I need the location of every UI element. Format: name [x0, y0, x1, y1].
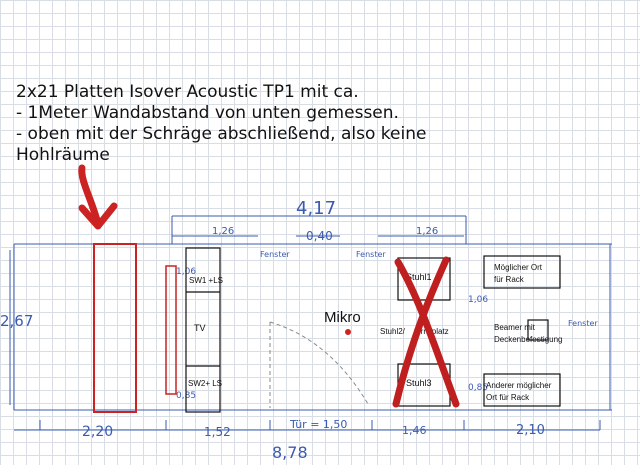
- subwoofer-1-label: SW1 +LS: [189, 276, 223, 285]
- dim-bottom-right: 2,10: [516, 423, 545, 438]
- insulation-panel-large: [93, 243, 137, 413]
- beamer-line-2: Deckenbefestigung: [494, 335, 563, 344]
- dim-door: Tür = 1,50: [289, 418, 347, 431]
- rack-1-line-1: Möglicher Ort: [494, 263, 543, 272]
- rack-2-line-1: Anderer möglicher: [486, 381, 552, 390]
- dim-left-segment: 1,26: [212, 226, 234, 237]
- rack-location-2: [483, 373, 561, 407]
- chair-1: [397, 257, 451, 301]
- dim-middle-segment: 0,40: [306, 229, 333, 243]
- dim-right-upper: 1,06: [468, 295, 488, 305]
- pointer-arrow-shaft: [78, 164, 102, 228]
- cross-stroke-2: [392, 256, 450, 408]
- window-label-right: Fenster: [568, 319, 598, 328]
- rear-equipment: [483, 255, 561, 407]
- dim-bottom-mid-right: 1,46: [402, 424, 427, 437]
- pointer-arrow-head: [78, 202, 118, 230]
- dim-right-segment: 1,26: [416, 226, 438, 237]
- cross-stroke-1: [394, 258, 460, 408]
- note-line-3: - oben mit der Schräge abschließend, als…: [16, 124, 427, 144]
- rack-1-line-2: für Rack: [494, 275, 525, 284]
- note-line-2: - 1Meter Wandabstand von unten gemessen.: [16, 103, 399, 123]
- chair-2-label: Stuhl2/: [380, 327, 406, 336]
- dim-total-bottom: 8,78: [272, 443, 308, 462]
- rack-location-1: [483, 255, 561, 289]
- door-swing: [269, 321, 369, 405]
- beamer-box: [527, 319, 549, 341]
- beamer-line-1: Beamer mit: [494, 323, 536, 332]
- dim-right-lower: 0,85: [468, 383, 488, 393]
- rack-2-line-2: Ort für Rack: [486, 393, 530, 402]
- tv-label: TV: [194, 323, 206, 333]
- mikro-label: Mikro: [324, 309, 361, 326]
- window-label-left: Fenster: [260, 250, 290, 259]
- dim-bottom-left: 2,20: [82, 424, 113, 440]
- equipment-column: [185, 247, 221, 413]
- note-line-1: 2x21 Platten Isover Acoustic TP1 mit ca.: [16, 82, 359, 102]
- chair-1-label: Stuhl1: [406, 272, 432, 282]
- insulation-panel-small: [165, 265, 177, 395]
- note-line-4: Hohlräume: [16, 145, 110, 165]
- dim-total-top: 4,17: [296, 198, 336, 219]
- dimension-lines: [9, 215, 601, 431]
- window-label-mid: Fenster: [356, 250, 386, 259]
- chair-3-label: Stuhl3: [406, 378, 432, 388]
- insulation-note: 2x21 Platten Isover Acoustic TP1 mit ca.…: [16, 82, 476, 166]
- front-equipment: [185, 247, 221, 413]
- subwoofer-2-label: SW2+ LS: [188, 379, 222, 388]
- dim-height: 2,67: [0, 312, 33, 330]
- dim-bottom-mid: 1,52: [204, 425, 231, 439]
- mikro-dot: [345, 329, 351, 335]
